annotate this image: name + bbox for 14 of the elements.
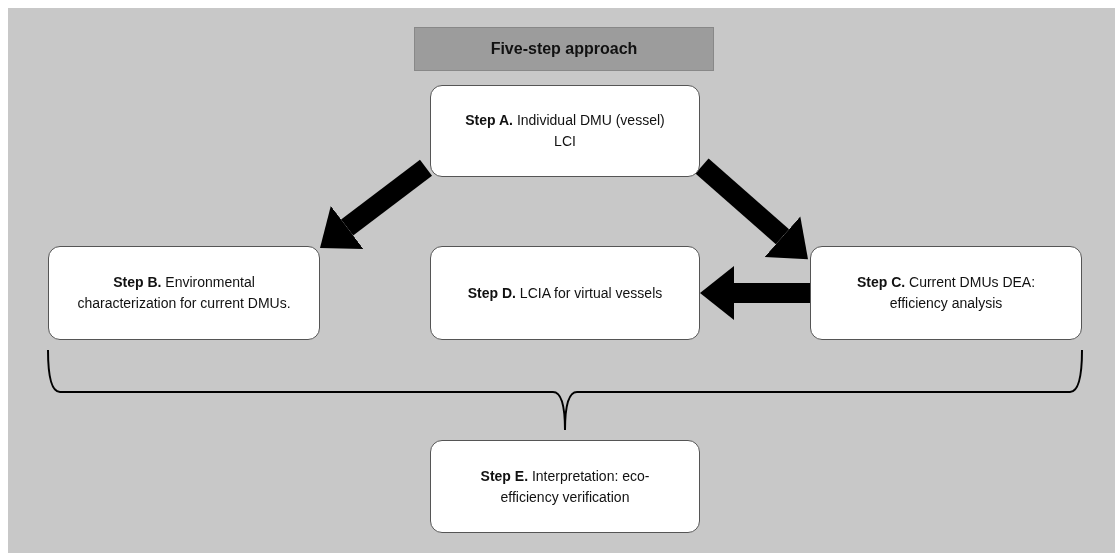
block-arrow bbox=[695, 158, 808, 260]
step-text: Step B. Environmental characterization for current DMUs. bbox=[76, 273, 292, 313]
step-box bbox=[48, 246, 320, 340]
step-box bbox=[810, 246, 1082, 340]
step-text: Step D. LCIA for virtual vessels bbox=[467, 283, 663, 303]
step-text: Step A. Individual DMU (vessel) LCI bbox=[464, 111, 666, 151]
step-text: Step E. Interpretation: eco-efficiency verification bbox=[479, 466, 651, 507]
block-arrow bbox=[700, 266, 810, 320]
step-box bbox=[430, 246, 700, 340]
step-box bbox=[430, 85, 700, 177]
title-banner: Five-step approach bbox=[414, 27, 714, 71]
block-arrow bbox=[320, 159, 433, 249]
step-text: Step C. Current DMUs DEA: efficiency analysis bbox=[855, 273, 1037, 313]
step-box bbox=[430, 440, 700, 533]
